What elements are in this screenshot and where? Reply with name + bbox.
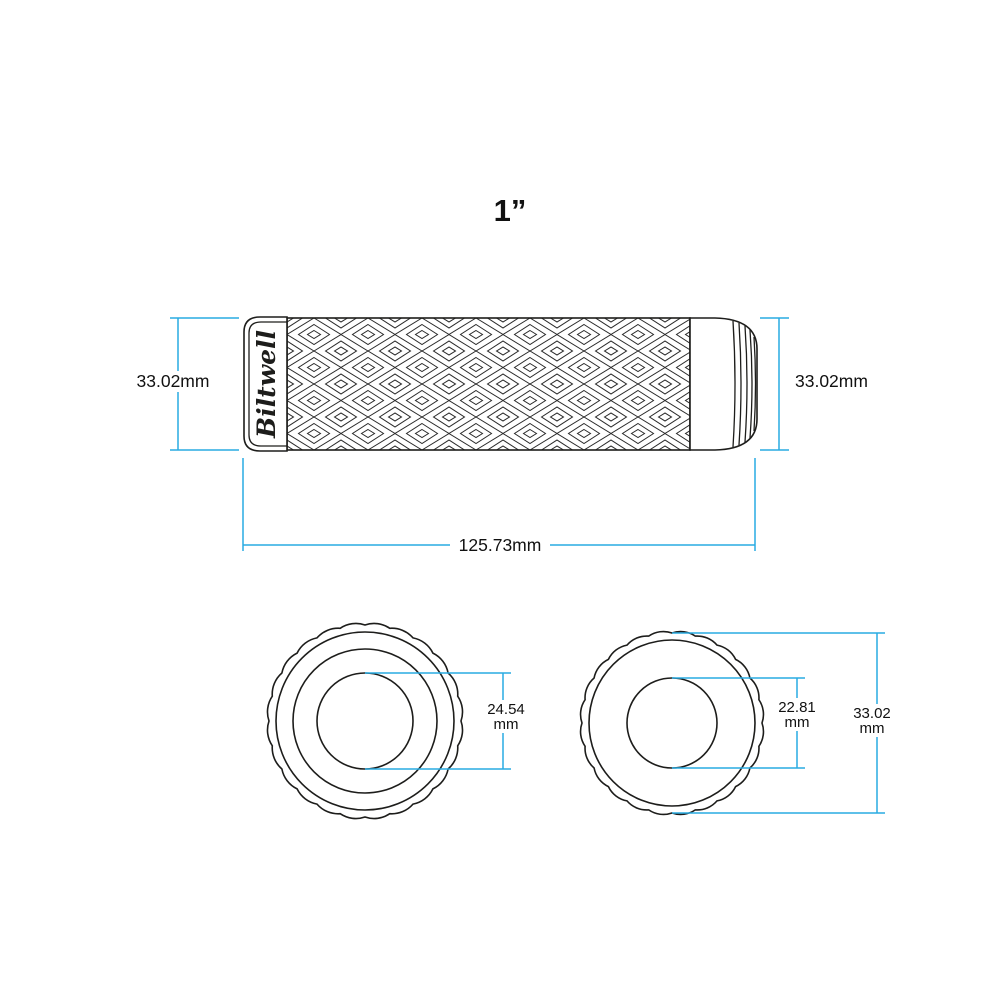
- dimension-label-right-bore-unit: mm: [785, 714, 810, 731]
- dimension-label-left-bore-unit: mm: [494, 716, 519, 733]
- left-end-view: [266, 622, 464, 820]
- dimension-label-right-height: 33.02mm: [795, 371, 868, 391]
- dimension-label-right-bore-value: 22.81: [778, 699, 816, 716]
- dimension-label-left-height: 33.02mm: [137, 371, 210, 391]
- grip-side-view: Biltwell: [243, 316, 758, 452]
- label-background: [772, 698, 822, 731]
- label-background: [848, 704, 898, 737]
- dimension-label-right-outer-unit: mm: [860, 720, 885, 737]
- dimension-label-right-outer-value: 33.02: [853, 705, 891, 722]
- dimension-right-height: 33.02mm: [760, 317, 868, 451]
- dimension-left-height: 33.02mm: [130, 317, 239, 451]
- grip-left-collar: [243, 316, 288, 452]
- right-end-view: [579, 630, 765, 816]
- grip-end-cap-knurl-lines: [732, 320, 757, 448]
- grip-body-knurl-pattern: [286, 317, 691, 451]
- label-background: [450, 534, 550, 555]
- dimension-left-bore: 24.54 mm: [365, 672, 528, 770]
- biltwell-logo: Biltwell: [252, 330, 281, 439]
- page-title: 1”: [494, 193, 527, 228]
- right-end-bore-circle: [626, 677, 718, 769]
- label-background: [480, 700, 528, 733]
- left-end-bore-circle: [316, 672, 414, 770]
- grip-left-collar-inner-line: [248, 321, 287, 447]
- dimension-label-overall-length: 125.73mm: [459, 535, 542, 555]
- dimension-right-outer: 33.02 mm: [672, 632, 898, 814]
- dimension-overall-length: 125.73mm: [242, 458, 756, 555]
- dimension-label-left-bore-value: 24.54: [487, 701, 525, 718]
- dimension-right-bore: 22.81 mm: [672, 677, 822, 769]
- label-background: [130, 371, 216, 392]
